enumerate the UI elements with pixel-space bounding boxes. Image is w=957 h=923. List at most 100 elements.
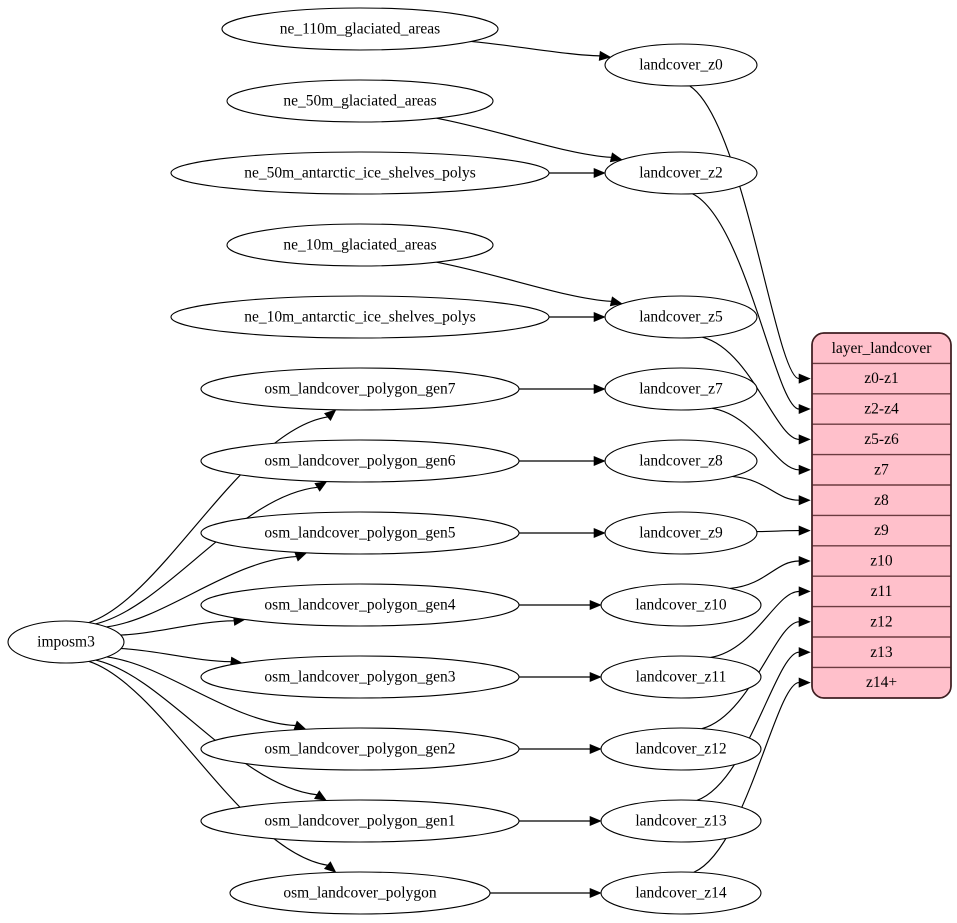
node-shape <box>600 799 762 843</box>
node-shape <box>200 655 520 699</box>
edge-path <box>689 85 800 380</box>
node-osm_landcover_polygon_gen3[interactable]: osm_landcover_polygon_gen3 <box>200 655 520 699</box>
edge-path <box>732 475 800 501</box>
node-ne_10m_glaciated_areas[interactable]: ne_10m_glaciated_areas <box>226 223 494 267</box>
node-label: osm_landcover_polygon_gen3 <box>264 669 455 686</box>
edge-path <box>120 620 234 636</box>
node-shape <box>604 511 758 555</box>
edge-arrowhead <box>593 527 606 539</box>
node-landcover_z5[interactable]: landcover_z5 <box>604 295 758 339</box>
node-shape <box>604 439 758 483</box>
table-outline <box>811 332 952 699</box>
node-label: osm_landcover_polygon_gen2 <box>264 741 455 758</box>
node-landcover_z0[interactable]: landcover_z0 <box>604 43 758 87</box>
node-osm_landcover_polygon_gen4[interactable]: osm_landcover_polygon_gen4 <box>200 583 520 627</box>
node-label: osm_landcover_polygon_gen5 <box>264 525 455 542</box>
edge-arrowhead <box>798 403 811 415</box>
node-shape <box>200 367 520 411</box>
node-osm_landcover_polygon_gen6[interactable]: osm_landcover_polygon_gen6 <box>200 439 520 483</box>
table-row-label[interactable]: z0-z1 <box>864 370 898 387</box>
table-row-label[interactable]: z13 <box>870 644 893 661</box>
table-row-label[interactable]: z7 <box>874 461 889 478</box>
edge-arrowhead <box>798 434 811 445</box>
edge-path <box>756 530 800 533</box>
node-landcover_z8[interactable]: landcover_z8 <box>604 439 758 483</box>
node-shape <box>604 151 758 195</box>
node-ne_110m_glaciated_areas[interactable]: ne_110m_glaciated_areas <box>221 7 499 51</box>
edge-path <box>711 407 800 471</box>
node-ne_10m_antarctic_ice_shelves_polys[interactable]: ne_10m_antarctic_ice_shelves_polys <box>170 295 550 339</box>
node-osm_landcover_polygon_gen5[interactable]: osm_landcover_polygon_gen5 <box>200 511 520 555</box>
edge-path <box>95 659 317 796</box>
nodes-layer: imposm3 ne_110m_glaciated_areas ne_50m_gla… <box>7 7 762 915</box>
table-row-label[interactable]: z8 <box>874 492 889 509</box>
edge-path <box>88 660 328 866</box>
table-row-label[interactable]: z11 <box>871 583 893 600</box>
node-label: landcover_z12 <box>635 741 726 758</box>
node-label: landcover_z2 <box>639 165 723 182</box>
edge-arrowhead <box>314 790 327 801</box>
node-osm_landcover_polygon_gen7[interactable]: osm_landcover_polygon_gen7 <box>200 367 520 411</box>
edge-path <box>696 651 800 801</box>
table-row-label[interactable]: z12 <box>870 613 892 630</box>
node-landcover_z7[interactable]: landcover_z7 <box>604 367 758 411</box>
edge-arrowhead <box>589 815 602 827</box>
edge-arrowhead <box>593 167 606 179</box>
node-shape <box>200 511 520 555</box>
edge-path <box>106 656 296 727</box>
node-shape <box>226 79 494 123</box>
node-osm_landcover_polygon[interactable]: osm_landcover_polygon <box>229 871 491 915</box>
table-node-layer-landcover[interactable]: layer_landcoverz0-z1z2-z4z5-z6z7z8z9z10z… <box>811 332 952 699</box>
node-label: osm_landcover_polygon_gen7 <box>264 381 455 398</box>
node-shape <box>200 439 520 483</box>
node-landcover_z9[interactable]: landcover_z9 <box>604 511 758 555</box>
node-shape <box>170 151 550 195</box>
edge-arrowhead <box>798 495 811 506</box>
edge-arrowhead <box>798 616 811 627</box>
table-row-label[interactable]: z14+ <box>866 674 897 691</box>
node-shape <box>604 295 758 339</box>
edge-arrowhead <box>593 311 606 323</box>
node-osm_landcover_polygon_gen1[interactable]: osm_landcover_polygon_gen1 <box>200 799 520 843</box>
edge-path <box>121 647 231 663</box>
edge-path <box>95 486 318 625</box>
edge-arrowhead <box>589 887 602 899</box>
node-label: ne_10m_glaciated_areas <box>283 237 436 254</box>
node-landcover_z14[interactable]: landcover_z14 <box>600 871 762 915</box>
node-landcover_z10[interactable]: landcover_z10 <box>600 583 762 627</box>
table-row-label[interactable]: z10 <box>870 553 893 570</box>
edge-path <box>692 193 800 410</box>
node-landcover_z11[interactable]: landcover_z11 <box>600 655 762 699</box>
node-landcover_z2[interactable]: landcover_z2 <box>604 151 758 195</box>
edge-path <box>701 621 800 730</box>
node-label: ne_10m_antarctic_ice_shelves_polys <box>244 309 476 326</box>
node-ne_50m_glaciated_areas[interactable]: ne_50m_glaciated_areas <box>226 79 494 123</box>
edge-path <box>436 261 612 302</box>
node-label: landcover_z8 <box>639 453 723 470</box>
node-label: landcover_z11 <box>636 669 727 686</box>
node-shape <box>600 871 762 915</box>
node-shape <box>600 727 762 771</box>
node-landcover_z12[interactable]: landcover_z12 <box>600 727 762 771</box>
node-ne_50m_antarctic_ice_shelves_polys[interactable]: ne_50m_antarctic_ice_shelves_polys <box>170 151 550 195</box>
node-landcover_z13[interactable]: landcover_z13 <box>600 799 762 843</box>
edge-arrowhead <box>598 50 612 61</box>
node-imposm3[interactable]: imposm3 <box>7 620 125 664</box>
node-shape <box>200 799 520 843</box>
node-shape <box>170 295 550 339</box>
table-row-label[interactable]: z5-z6 <box>864 431 899 448</box>
table-row-label[interactable]: z9 <box>874 522 889 539</box>
node-shape <box>200 727 520 771</box>
table-node-layer: layer_landcoverz0-z1z2-z4z5-z6z7z8z9z10z… <box>811 332 952 699</box>
node-label: osm_landcover_polygon_gen1 <box>264 813 455 830</box>
edge-arrowhead <box>593 383 606 395</box>
node-label: landcover_z0 <box>639 57 723 74</box>
edges-layer <box>88 40 811 899</box>
node-label: landcover_z13 <box>635 813 726 830</box>
edge-arrowhead <box>324 409 337 421</box>
table-row-label[interactable]: z2-z4 <box>864 401 899 418</box>
edge-arrowhead <box>798 373 811 384</box>
node-osm_landcover_polygon_gen2[interactable]: osm_landcover_polygon_gen2 <box>200 727 520 771</box>
edge-path <box>471 40 600 57</box>
edge-arrowhead <box>314 481 328 492</box>
